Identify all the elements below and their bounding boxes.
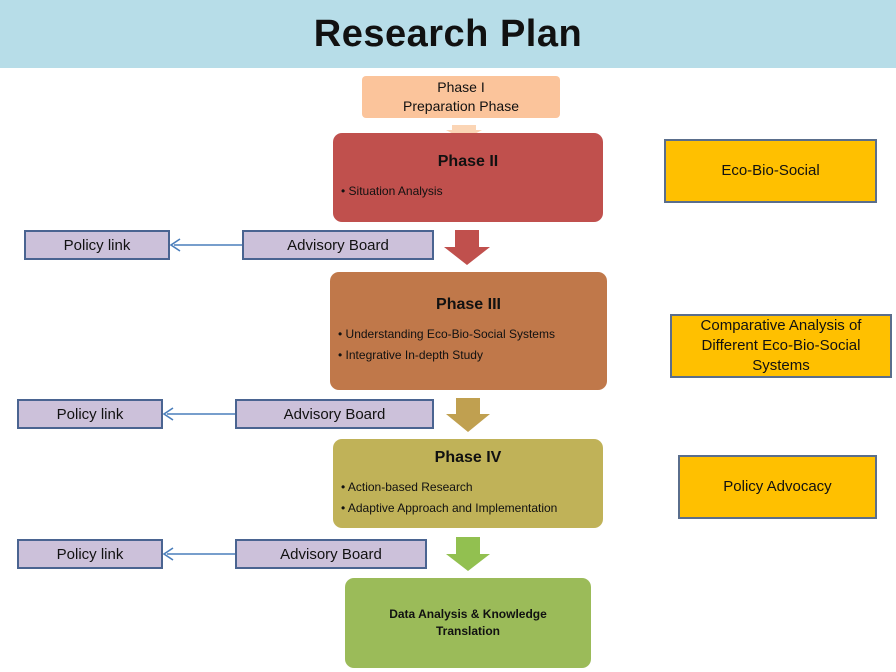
phase4-box: Phase IV Action-based Research Adaptive …: [333, 439, 603, 528]
arrowhead-policy-1: [169, 238, 181, 252]
phase2-title: Phase II: [437, 153, 499, 170]
policy-link-box: Policy link: [24, 230, 170, 260]
policy-advocacy-box: Policy Advocacy: [678, 455, 877, 519]
policy-link-label: Policy link: [63, 236, 131, 254]
phase3-bullet: Understanding Eco-Bio-Social Systems: [338, 324, 607, 345]
arrow-phase3-to-phase4: [446, 398, 490, 432]
arrowhead-policy-2: [162, 407, 174, 421]
comparative-line: Different Eco-Bio-Social: [701, 337, 861, 354]
arrow-phase1-to-phase2: [446, 125, 482, 140]
comparative-analysis-box: Comparative Analysis of Different Eco-Bi…: [670, 314, 892, 378]
phase4-bullet: Action-based Research: [341, 477, 603, 498]
phase2-bullet: Situation Analysis: [341, 181, 603, 202]
policy-link-label: Policy link: [56, 405, 124, 423]
eco-bio-social-box: Eco-Bio-Social: [664, 139, 877, 203]
phase1-label: Phase I: [437, 79, 485, 95]
advisory-board-box: Advisory Board: [242, 230, 434, 260]
final-box: Data Analysis & Knowledge Translation: [345, 578, 591, 668]
final-line2: Translation: [435, 624, 500, 638]
phase3-title: Phase III: [436, 296, 501, 313]
title-bar: Research Plan: [0, 0, 896, 68]
policy-advocacy-label: Policy Advocacy: [723, 478, 832, 495]
phase2-box: Phase II Situation Analysis: [333, 133, 603, 222]
advisory-board-box: Advisory Board: [235, 539, 427, 569]
phase4-title: Phase IV: [434, 448, 502, 466]
phase4-bullet: Adaptive Approach and Implementation: [341, 498, 603, 519]
comparative-line: Systems: [752, 357, 810, 374]
advisory-board-box: Advisory Board: [235, 399, 434, 429]
advisory-board-label: Advisory Board: [280, 545, 382, 563]
phase4-bullets: Action-based Research Adaptive Approach …: [333, 477, 603, 519]
page-title: Research Plan: [313, 12, 583, 55]
phase3-bullets: Understanding Eco-Bio-Social Systems Int…: [330, 324, 607, 366]
arrow-phase2-to-phase3: [444, 230, 490, 265]
phase3-bullet: Integrative In-depth Study: [338, 345, 607, 366]
policy-link-box: Policy link: [17, 399, 163, 429]
final-line1: Data Analysis & Knowledge: [389, 607, 547, 621]
phase1-subtitle: Preparation Phase: [403, 98, 519, 114]
phase2-bullets: Situation Analysis: [333, 181, 603, 202]
comparative-line: Comparative Analysis of: [700, 317, 862, 334]
eco-bio-social-label: Eco-Bio-Social: [721, 162, 820, 179]
policy-link-label: Policy link: [56, 545, 124, 563]
phase1-box: Phase I Preparation Phase: [362, 76, 560, 118]
advisory-board-label: Advisory Board: [287, 236, 389, 254]
arrow-phase4-to-final: [446, 537, 490, 571]
phase3-box: Phase III Understanding Eco-Bio-Social S…: [330, 272, 607, 390]
advisory-board-label: Advisory Board: [283, 405, 386, 423]
policy-link-box: Policy link: [17, 539, 163, 569]
arrowhead-policy-3: [162, 547, 174, 561]
